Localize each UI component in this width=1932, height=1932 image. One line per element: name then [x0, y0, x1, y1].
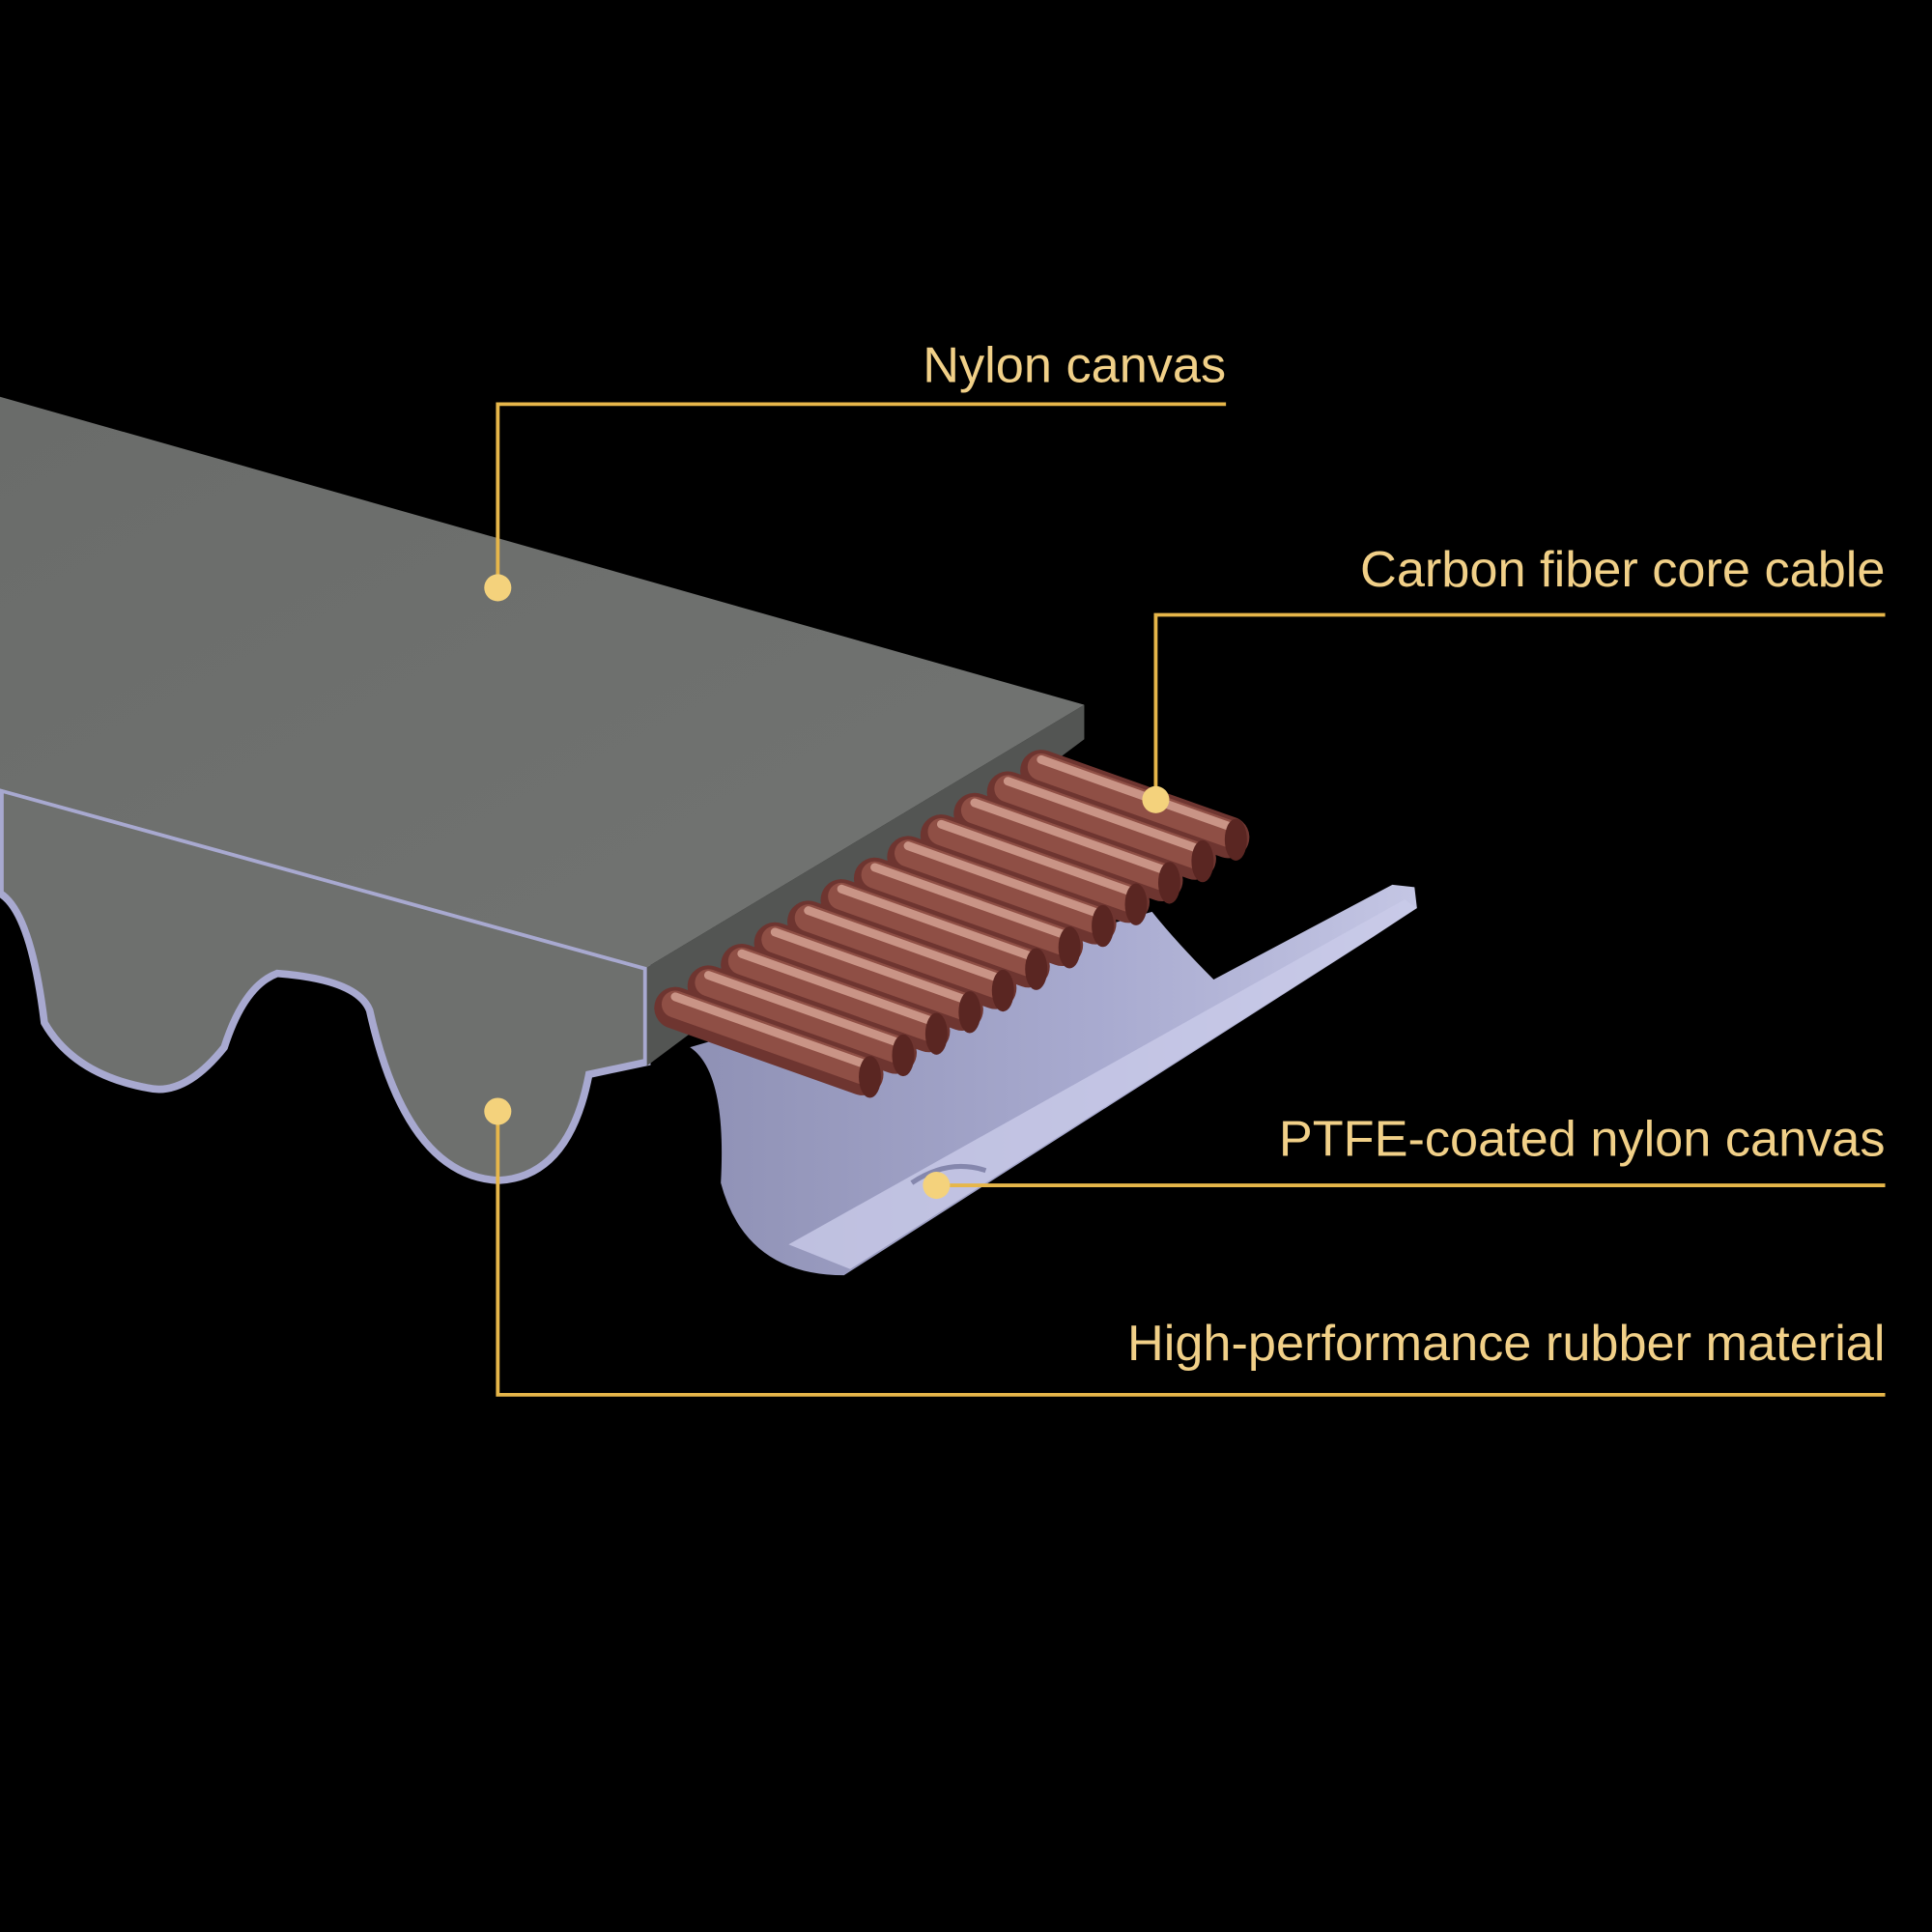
cable-rod	[654, 986, 884, 1098]
cable-rod	[753, 922, 983, 1034]
carbon-core-marker	[1142, 785, 1170, 813]
label-carbon-core: Carbon fiber core cable	[1360, 542, 1885, 598]
label-nylon-canvas: Nylon canvas	[923, 337, 1226, 393]
carbon-fiber-cables	[654, 750, 1250, 1098]
cable-rod	[953, 792, 1183, 904]
rubber-marker	[484, 1097, 512, 1125]
ptfe-marker	[923, 1172, 951, 1200]
nylon-canvas-surface	[0, 396, 1085, 968]
cable-rod	[721, 944, 951, 1055]
cable-rod	[887, 836, 1117, 948]
rubber-leader	[496, 1111, 1886, 1397]
cable-rod	[853, 857, 1084, 969]
leader-lines	[484, 402, 1886, 1397]
cable-rod	[920, 814, 1151, 925]
nylon-canvas-marker	[484, 574, 512, 602]
cable-rod	[687, 965, 917, 1077]
carbon-core-leader	[1153, 612, 1886, 800]
cable-rod	[820, 879, 1050, 990]
label-ptfe-canvas: PTFE-coated nylon canvas	[1279, 1111, 1886, 1167]
label-rubber: High-performance rubber material	[1127, 1316, 1886, 1372]
cable-rod	[787, 900, 1017, 1012]
nylon-canvas-leader	[496, 402, 1227, 588]
cable-rod	[1020, 750, 1250, 861]
cable-rod	[986, 771, 1216, 883]
